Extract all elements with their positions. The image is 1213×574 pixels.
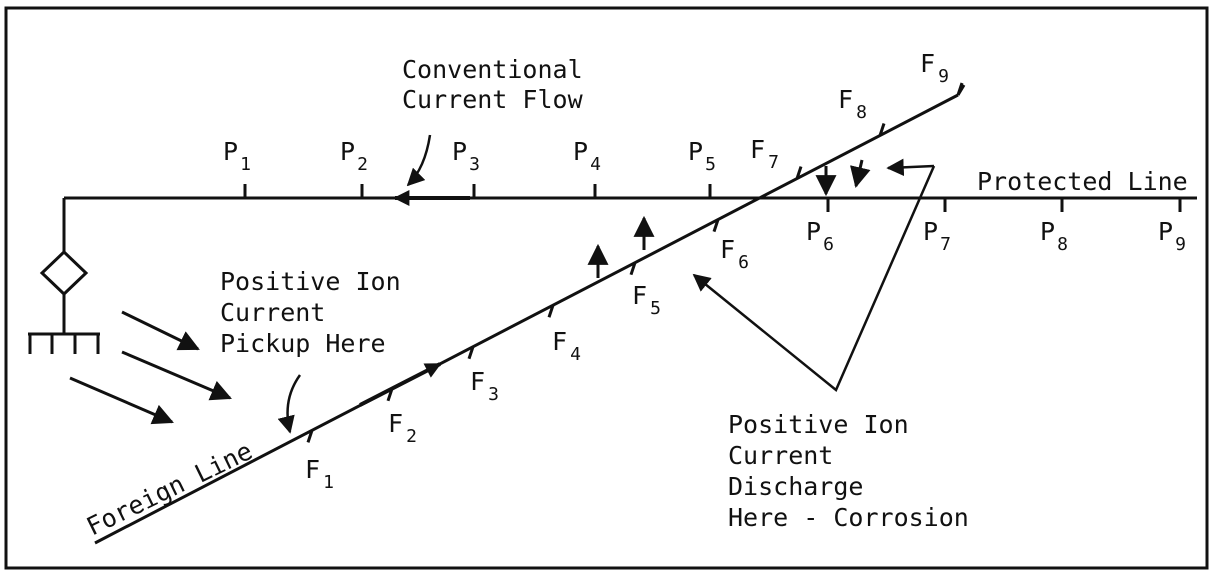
foreign-tick <box>467 346 475 360</box>
foreign-point-subscript: 4 <box>570 344 581 365</box>
soil-current-arrow <box>121 310 200 351</box>
pickup-pointer <box>277 374 302 434</box>
pickup-line-2: Current <box>220 298 325 327</box>
conventional-current-line-2: Current Flow <box>402 85 584 114</box>
protected-point-subscript: 1 <box>240 154 251 175</box>
discharge-line-1: Positive Ion <box>728 410 909 439</box>
conventional-current-label: Conventional Current Flow <box>402 55 584 114</box>
foreign-tick <box>878 123 886 136</box>
protected-point-subscript: 2 <box>357 154 368 175</box>
pickup-current-arrows <box>587 215 655 278</box>
foreign-point-subscript: 8 <box>856 102 867 123</box>
protected-point-subscript: 3 <box>469 154 480 175</box>
flow-arrow-foreign <box>359 362 442 407</box>
protected-line <box>62 190 1197 252</box>
foreign-point-subscript: 5 <box>650 298 661 319</box>
discharge-line-3: Discharge <box>728 472 863 501</box>
foreign-tick <box>956 82 964 96</box>
rectifier-symbol <box>39 249 89 334</box>
foreign-tick <box>547 304 555 318</box>
foreign-tick <box>629 262 637 276</box>
foreign-point-subscript: 3 <box>488 384 499 405</box>
discharge-arrow <box>850 159 871 189</box>
protected-point-subscript: 5 <box>705 154 716 175</box>
foreign-tick <box>386 388 394 402</box>
foreign-point-subscript: 2 <box>406 426 417 447</box>
soil-current-arrows <box>69 310 232 425</box>
soil-current-arrow <box>69 376 174 425</box>
protected-point-subscript: 8 <box>1057 234 1068 255</box>
conventional-current-line-1: Conventional <box>402 55 583 84</box>
discharge-callout-lines <box>692 165 936 393</box>
discharge-label: Positive Ion Current Discharge Here - Co… <box>728 410 969 532</box>
soil-current-arrow <box>121 350 232 401</box>
protected-point-subscript: 9 <box>1175 234 1186 255</box>
protected-line-label: Protected Line <box>977 167 1188 196</box>
diagram-frame <box>4 6 1209 570</box>
discharge-line-2: Current <box>728 441 833 470</box>
foreign-point-subscript: 6 <box>738 252 749 273</box>
ground-bed-anodes <box>28 332 100 354</box>
foreign-point-subscript: 7 <box>768 152 779 173</box>
pickup-line-1: Positive Ion <box>220 267 401 296</box>
foreign-line-label: Foreign Line <box>82 436 257 541</box>
foreign-tick <box>712 219 720 233</box>
conventional-current-pointer <box>406 134 432 187</box>
foreign-point-subscript: 9 <box>938 66 949 87</box>
foreign-point-subscript: 1 <box>323 472 334 493</box>
pickup-line-3: Pickup Here <box>220 329 386 358</box>
pickup-label: Positive Ion Current Pickup Here <box>220 267 401 358</box>
discharge-current-arrows <box>815 159 871 197</box>
discharge-line-4: Here - Corrosion <box>728 503 969 532</box>
discharge-callout-top <box>886 158 935 177</box>
foreign-tick <box>795 166 803 180</box>
foreign-tick <box>306 429 314 443</box>
protected-point-subscript: 7 <box>940 234 951 255</box>
protected-point-subscript: 6 <box>823 234 834 255</box>
protected-point-subscript: 4 <box>590 154 601 175</box>
